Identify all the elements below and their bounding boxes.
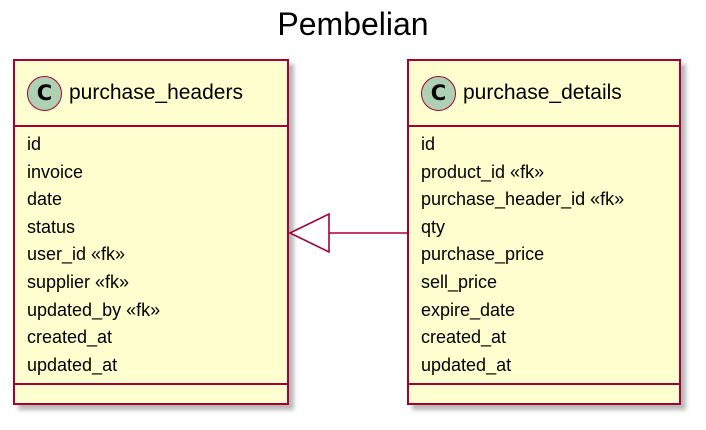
- class-purchase-details[interactable]: C purchase_details id product_id «fk» pu…: [407, 59, 681, 405]
- diagram-title: Pembelian: [277, 6, 429, 42]
- field-item: product_id «fk»: [421, 161, 545, 182]
- class-name: purchase_headers: [69, 81, 243, 104]
- field-item: purchase_header_id «fk»: [421, 189, 625, 210]
- field-item: sell_price: [421, 271, 498, 292]
- class-purchase-headers[interactable]: C purchase_headers id invoice date statu…: [13, 59, 289, 405]
- field-item: id: [421, 134, 436, 154]
- class-header: C purchase_headers: [15, 61, 287, 127]
- class-c-icon: C: [27, 75, 62, 111]
- field-item: qty: [421, 216, 446, 237]
- field-item: status: [27, 216, 76, 237]
- field-list: id invoice date status user_id «fk» supp…: [15, 127, 287, 379]
- field-item: updated_at: [27, 354, 118, 375]
- field-list: id product_id «fk» purchase_header_id «f…: [409, 127, 679, 379]
- method-compartment: [15, 383, 287, 403]
- class-header: C purchase_details: [409, 61, 679, 127]
- field-item: supplier «fk»: [27, 271, 130, 292]
- field-item: expire_date: [421, 299, 516, 320]
- field-item: user_id «fk»: [27, 244, 126, 265]
- field-item: purchase_price: [421, 244, 545, 265]
- field-item: date: [27, 189, 63, 210]
- field-item: created_at: [421, 327, 507, 348]
- method-compartment: [409, 383, 679, 403]
- field-item: updated_by «fk»: [27, 299, 161, 320]
- field-item: id: [27, 134, 42, 154]
- field-item: invoice: [27, 161, 84, 182]
- class-c-icon: C: [421, 75, 456, 111]
- field-item: updated_at: [421, 354, 512, 375]
- class-name: purchase_details: [463, 81, 622, 104]
- inheritance-arrowhead: [288, 212, 330, 254]
- field-item: created_at: [27, 327, 113, 348]
